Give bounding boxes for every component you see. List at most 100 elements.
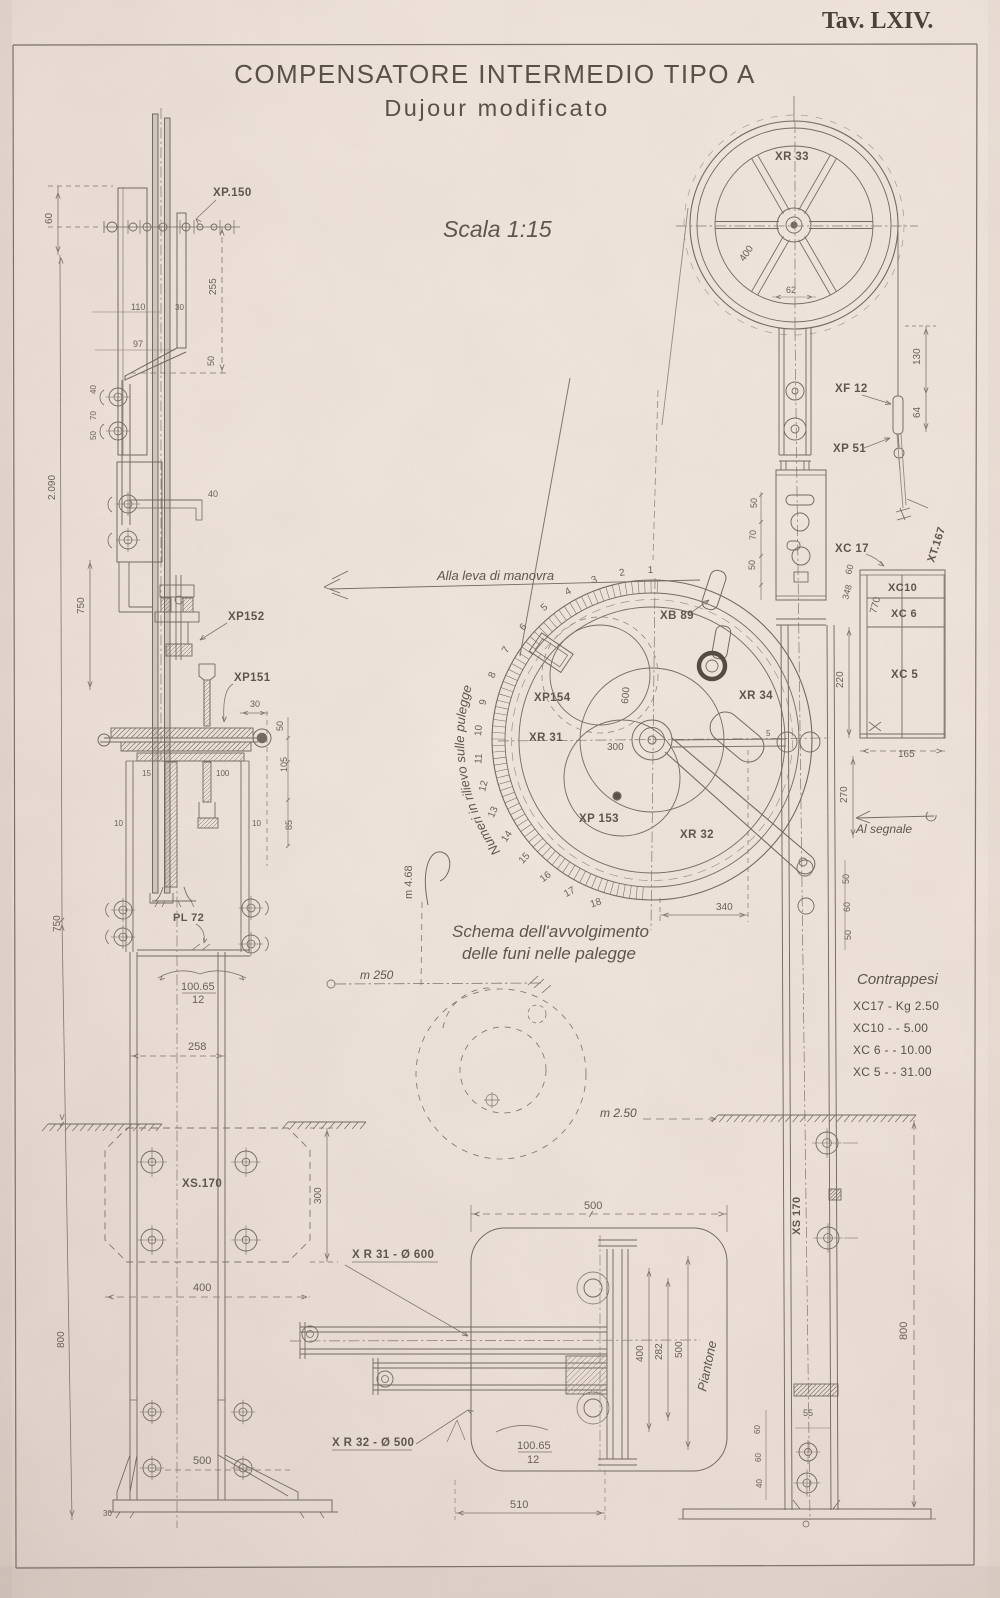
svg-text:55: 55 bbox=[803, 1408, 813, 1418]
svg-text:60: 60 bbox=[754, 1453, 763, 1462]
svg-text:XR 32: XR 32 bbox=[680, 829, 714, 841]
svg-text:12: 12 bbox=[192, 994, 204, 1006]
svg-text:85: 85 bbox=[284, 820, 294, 830]
svg-text:40: 40 bbox=[208, 489, 218, 499]
svg-text:30: 30 bbox=[175, 303, 184, 312]
svg-text:6: 6 bbox=[518, 621, 530, 633]
svg-text:50: 50 bbox=[89, 431, 98, 440]
svg-text:60: 60 bbox=[753, 1425, 762, 1434]
svg-text:220: 220 bbox=[835, 671, 846, 688]
svg-text:60: 60 bbox=[843, 563, 855, 575]
svg-text:600: 600 bbox=[620, 686, 632, 704]
svg-text:50: 50 bbox=[275, 721, 285, 731]
svg-text:165: 165 bbox=[898, 749, 915, 760]
svg-text:64: 64 bbox=[912, 406, 923, 418]
svg-text:100.65: 100.65 bbox=[517, 1440, 551, 1452]
svg-text:XP.150: XP.150 bbox=[213, 187, 252, 199]
svg-text:XP 153: XP 153 bbox=[579, 813, 619, 825]
svg-text:12: 12 bbox=[527, 1454, 539, 1466]
svg-text:70: 70 bbox=[89, 411, 98, 420]
svg-text:10: 10 bbox=[473, 724, 485, 736]
svg-text:15: 15 bbox=[142, 769, 151, 778]
svg-text:400: 400 bbox=[193, 1282, 211, 1294]
svg-text:800: 800 bbox=[898, 1322, 910, 1340]
svg-text:PL 72: PL 72 bbox=[173, 912, 204, 924]
svg-text:300: 300 bbox=[607, 742, 624, 753]
svg-text:40: 40 bbox=[755, 1479, 764, 1488]
svg-text:10: 10 bbox=[114, 819, 123, 828]
svg-text:COMPENSATORE INTERMEDIO TIPO A: COMPENSATORE INTERMEDIO TIPO A bbox=[234, 59, 756, 89]
svg-text:XP154: XP154 bbox=[534, 692, 571, 704]
svg-text:282: 282 bbox=[654, 1343, 665, 1360]
svg-text:2: 2 bbox=[618, 567, 626, 579]
svg-text:62: 62 bbox=[786, 285, 796, 295]
svg-text:750: 750 bbox=[52, 915, 63, 932]
svg-text:5: 5 bbox=[539, 602, 551, 614]
svg-text:XC 5 - - 31.00: XC 5 - - 31.00 bbox=[853, 1065, 932, 1079]
svg-text:500: 500 bbox=[193, 1455, 211, 1467]
svg-text:30: 30 bbox=[250, 699, 260, 709]
svg-text:XP151: XP151 bbox=[234, 672, 271, 684]
svg-text:XC17 - Kg 2.50: XC17 - Kg 2.50 bbox=[853, 999, 939, 1013]
svg-text:13: 13 bbox=[486, 805, 501, 820]
svg-text:770: 770 bbox=[868, 595, 883, 614]
svg-text:40: 40 bbox=[89, 385, 98, 394]
svg-text:3: 3 bbox=[590, 574, 599, 586]
svg-text:XB 89: XB 89 bbox=[660, 610, 694, 622]
svg-text:XC10: XC10 bbox=[888, 582, 917, 594]
svg-text:50: 50 bbox=[747, 560, 757, 570]
svg-text:Scala 1:15: Scala 1:15 bbox=[443, 216, 552, 242]
svg-text:800: 800 bbox=[56, 1331, 67, 1348]
svg-text:50: 50 bbox=[749, 498, 759, 508]
svg-text:300: 300 bbox=[313, 1187, 324, 1204]
svg-text:18: 18 bbox=[589, 896, 603, 910]
svg-text:97: 97 bbox=[133, 339, 143, 349]
svg-text:30: 30 bbox=[103, 1509, 112, 1518]
svg-text:XP 51: XP 51 bbox=[833, 443, 866, 455]
svg-text:11: 11 bbox=[473, 753, 485, 765]
svg-text:XP152: XP152 bbox=[228, 611, 265, 623]
svg-text:340: 340 bbox=[716, 902, 733, 913]
svg-text:105: 105 bbox=[279, 757, 289, 772]
svg-text:70: 70 bbox=[748, 530, 758, 540]
svg-text:130: 130 bbox=[912, 348, 923, 365]
svg-text:17: 17 bbox=[562, 885, 577, 900]
svg-text:400: 400 bbox=[635, 1345, 646, 1362]
svg-text:50: 50 bbox=[206, 356, 216, 366]
svg-text:100.65: 100.65 bbox=[181, 981, 215, 993]
svg-text:Schema dell'avvolgimento: Schema dell'avvolgimento bbox=[452, 922, 649, 941]
svg-text:348: 348 bbox=[840, 583, 854, 600]
svg-text:m 4.68: m 4.68 bbox=[403, 865, 415, 899]
svg-text:X R 31 - Ø 600: X R 31 - Ø 600 bbox=[352, 1249, 434, 1261]
svg-text:XF 12: XF 12 bbox=[835, 383, 868, 395]
svg-text:60: 60 bbox=[44, 212, 55, 224]
svg-text:12: 12 bbox=[477, 779, 491, 793]
svg-text:XR 31: XR 31 bbox=[529, 732, 563, 744]
svg-text:XC 5: XC 5 bbox=[891, 669, 918, 681]
svg-text:500: 500 bbox=[674, 1341, 685, 1358]
svg-text:60: 60 bbox=[842, 902, 852, 912]
svg-text:5: 5 bbox=[766, 729, 771, 738]
svg-text:9: 9 bbox=[478, 698, 490, 706]
svg-text:1: 1 bbox=[648, 565, 654, 576]
svg-text:X R 32 - Ø 500: X R 32 - Ø 500 bbox=[332, 1437, 414, 1449]
svg-text:delle funi nelle palegge: delle funi nelle palegge bbox=[462, 944, 636, 963]
svg-text:8: 8 bbox=[487, 670, 499, 680]
svg-text:Alla leva di manovra: Alla leva di manovra bbox=[436, 568, 554, 583]
svg-text:Dujour modificato: Dujour modificato bbox=[384, 95, 609, 121]
svg-text:270: 270 bbox=[839, 786, 850, 803]
svg-text:Tav. LXIV.: Tav. LXIV. bbox=[822, 8, 933, 34]
svg-text:2.090: 2.090 bbox=[47, 475, 58, 500]
svg-text:10: 10 bbox=[252, 819, 261, 828]
svg-text:Contrappesi: Contrappesi bbox=[857, 971, 939, 988]
svg-text:XS 170: XS 170 bbox=[791, 1197, 803, 1235]
svg-text:110: 110 bbox=[131, 302, 145, 312]
svg-text:100: 100 bbox=[216, 769, 230, 778]
svg-text:Al segnale: Al segnale bbox=[855, 822, 912, 836]
svg-text:m 2.50: m 2.50 bbox=[600, 1106, 637, 1120]
svg-text:XC10 - - 5.00: XC10 - - 5.00 bbox=[853, 1021, 928, 1035]
svg-text:510: 510 bbox=[510, 1499, 528, 1511]
svg-text:XR 34: XR 34 bbox=[739, 690, 773, 702]
svg-text:7: 7 bbox=[500, 644, 512, 655]
svg-text:XC 6 - - 10.00: XC 6 - - 10.00 bbox=[853, 1043, 932, 1057]
